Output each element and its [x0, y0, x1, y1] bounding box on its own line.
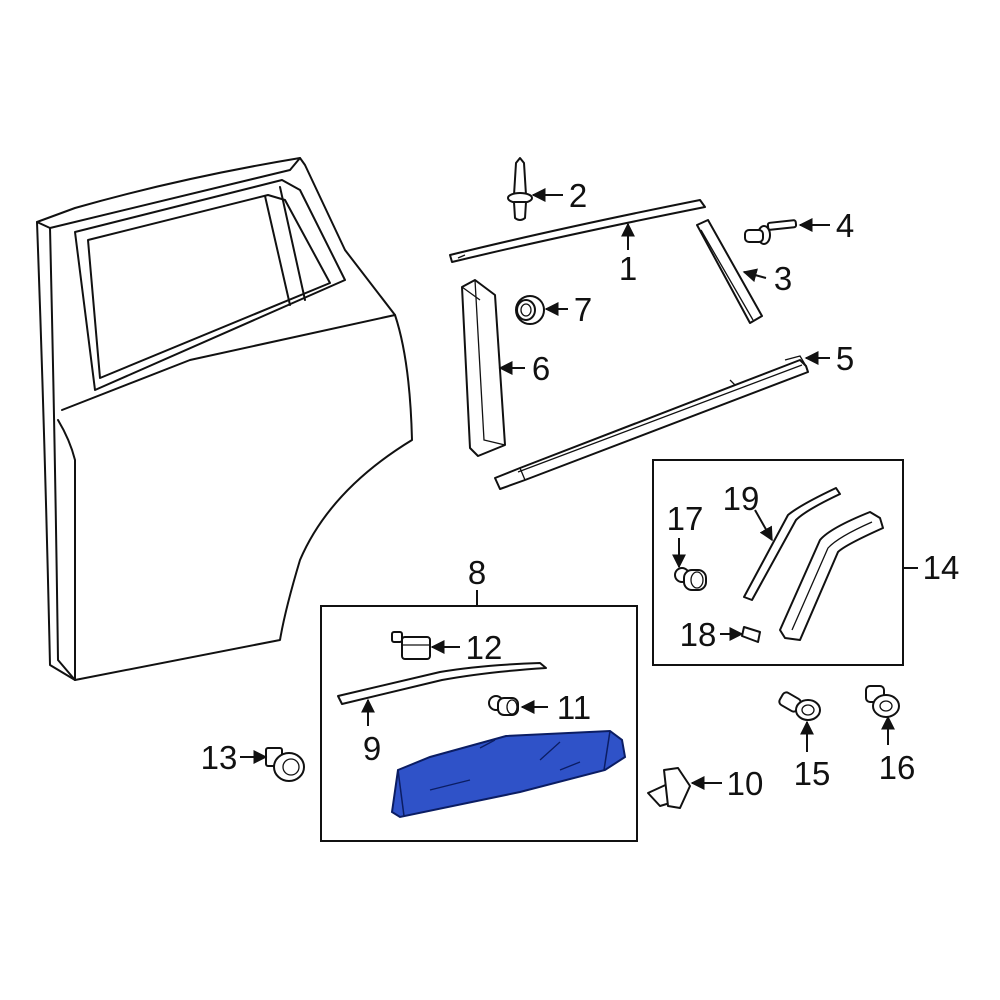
part-5-belt-moulding — [494, 355, 809, 490]
rear-door — [36, 157, 413, 681]
callout-11: 11 — [557, 689, 591, 726]
callout-10: 10 — [727, 765, 764, 802]
part-7-grommet — [515, 295, 545, 325]
callout-labels: 1 2 3 4 5 6 7 8 9 10 11 12 13 14 15 16 1… — [201, 177, 960, 802]
callout-3: 3 — [774, 260, 792, 297]
leader-lines — [240, 188, 895, 790]
part-19-strip — [743, 487, 841, 601]
callout-8: 8 — [468, 554, 486, 591]
part-18-tape — [741, 626, 761, 643]
callout-1: 1 — [619, 250, 637, 287]
callout-15: 15 — [794, 755, 831, 792]
kit-box-14 — [652, 459, 918, 666]
leader-3 — [742, 268, 767, 283]
part-3-pillar-moulding — [696, 219, 763, 324]
part-17-clip — [674, 567, 707, 591]
callout-17: 17 — [667, 500, 704, 537]
callout-2: 2 — [569, 177, 587, 214]
callout-14: 14 — [923, 549, 960, 586]
callout-5: 5 — [836, 340, 854, 377]
callout-6: 6 — [532, 350, 550, 387]
callout-7: 7 — [574, 291, 592, 328]
kit-box-8 — [320, 590, 638, 842]
callout-16: 16 — [879, 749, 916, 786]
part-16-bolt — [865, 685, 900, 718]
leader-19 — [754, 509, 773, 542]
part-11-clip — [488, 695, 519, 716]
callout-12: 12 — [466, 629, 503, 666]
callout-13: 13 — [201, 739, 238, 776]
part-15-bolt — [778, 691, 821, 721]
part-4-screw — [744, 219, 798, 245]
part-1-upper-moulding — [449, 199, 706, 263]
part-9-moulding-strip — [337, 662, 547, 705]
callout-4: 4 — [836, 207, 854, 244]
callout-18: 18 — [680, 616, 717, 653]
part-8-door-moulding — [390, 729, 627, 819]
callout-9: 9 — [363, 730, 381, 767]
part-12-clip — [391, 631, 431, 660]
part-2-clip — [507, 157, 533, 221]
callout-19: 19 — [723, 480, 760, 517]
part-10-clip — [647, 767, 691, 809]
part-13-nut — [265, 747, 305, 782]
part-6-pillar-garnish — [461, 279, 506, 457]
part-14-frame-moulding — [779, 511, 884, 641]
